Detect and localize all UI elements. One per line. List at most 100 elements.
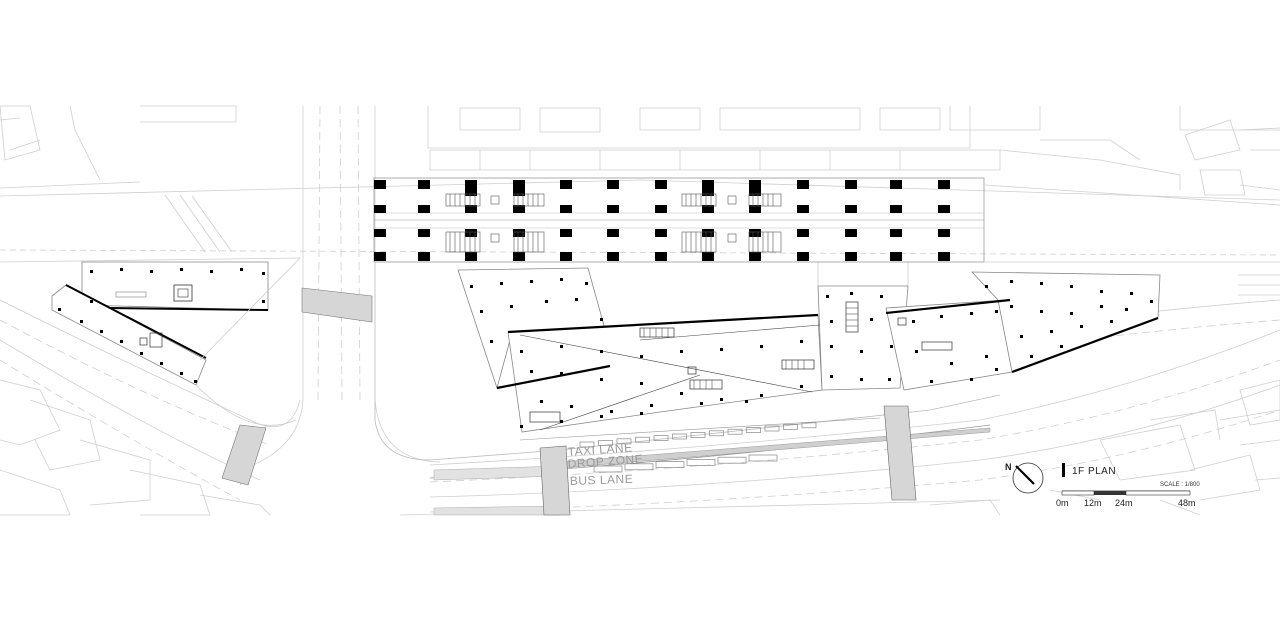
- column: [560, 372, 563, 375]
- taxi-bay: [598, 440, 613, 446]
- column: [830, 345, 833, 348]
- column: [194, 380, 197, 383]
- platform-pillar: [702, 252, 714, 261]
- column: [1110, 320, 1113, 323]
- column: [826, 295, 829, 298]
- column: [180, 372, 183, 375]
- west-building-columns: [58, 268, 265, 383]
- column: [1080, 325, 1083, 328]
- column: [880, 295, 883, 298]
- platform-pillar: [845, 229, 857, 237]
- column: [520, 350, 523, 353]
- platform-pillar: [418, 205, 430, 213]
- platform-pillar: [749, 205, 761, 213]
- column: [210, 270, 213, 273]
- column: [940, 315, 943, 318]
- platform-pillar: [797, 229, 809, 237]
- column: [888, 378, 891, 381]
- column: [120, 340, 123, 343]
- taxi-bay: [709, 430, 724, 437]
- platform-pillar: [607, 252, 619, 261]
- column: [180, 268, 183, 271]
- column: [850, 292, 853, 295]
- north-letter: N: [1005, 462, 1012, 472]
- column: [1020, 335, 1023, 338]
- concourse-columns: [470, 278, 1153, 428]
- column: [480, 310, 483, 313]
- column: [262, 272, 265, 275]
- column: [1130, 292, 1133, 295]
- platform-pillar: [560, 180, 572, 189]
- column: [90, 270, 93, 273]
- column: [912, 320, 915, 323]
- column: [700, 402, 703, 405]
- platform-pillar: [374, 205, 386, 213]
- platform-pillar: [465, 180, 477, 196]
- column: [470, 285, 473, 288]
- taxi-bay: [579, 441, 595, 448]
- column: [930, 380, 933, 383]
- scale-tick-3: 48m: [1178, 498, 1196, 508]
- bus-bay: [717, 456, 747, 464]
- platform-pillar: [560, 205, 572, 213]
- platform-pillar: [418, 229, 430, 237]
- column: [830, 375, 833, 378]
- bus-bays: [593, 454, 778, 473]
- taxi-bay: [672, 433, 687, 440]
- platform-pillar: [749, 252, 761, 261]
- column: [1150, 300, 1153, 303]
- platform-pillar: [374, 252, 386, 261]
- column: [1040, 310, 1043, 313]
- column: [680, 392, 683, 395]
- platform-pillar: [938, 252, 950, 261]
- bus-bay: [593, 465, 623, 473]
- column: [600, 415, 603, 418]
- platform-pillar: [607, 205, 619, 213]
- column: [640, 355, 643, 358]
- scale-bar: SCALE : 1/800 0m 12m 24m 48m: [1056, 482, 1200, 508]
- column: [760, 345, 763, 348]
- column: [640, 382, 643, 385]
- crosswalk-west: [221, 287, 373, 486]
- column: [870, 318, 873, 321]
- taxi-bay: [635, 436, 650, 443]
- column: [1010, 305, 1013, 308]
- taxi-bays: [579, 422, 817, 448]
- platform-pillar: [749, 229, 761, 237]
- platform-pillar: [749, 180, 761, 196]
- column: [760, 394, 763, 397]
- column: [120, 268, 123, 271]
- column: [520, 425, 523, 428]
- column: [500, 282, 503, 285]
- platform-pillar: [560, 252, 572, 261]
- column: [585, 282, 588, 285]
- column: [985, 355, 988, 358]
- plan-title: 1F PLAN: [1062, 463, 1116, 477]
- column: [1100, 305, 1103, 308]
- platform-pillar: [845, 205, 857, 213]
- drop-zone-area: [429, 417, 991, 516]
- column: [1070, 285, 1073, 288]
- platform-pillar: [465, 252, 477, 261]
- taxi-bay: [801, 422, 817, 429]
- column: [570, 405, 573, 408]
- platform-pillar: [845, 180, 857, 189]
- column: [140, 352, 143, 355]
- column: [58, 308, 61, 311]
- platform-pillar: [702, 180, 714, 196]
- platform-pillar: [938, 229, 950, 237]
- column: [970, 312, 973, 315]
- platform-pillar: [465, 205, 477, 213]
- taxi-bay: [727, 428, 743, 435]
- column: [100, 330, 103, 333]
- taxi-lane-label: TAXI LANE: [567, 440, 633, 458]
- platform-pillar: [560, 229, 572, 237]
- platform-pillar: [374, 229, 386, 237]
- platform-pillar: [513, 205, 525, 213]
- column: [490, 340, 493, 343]
- column: [90, 300, 93, 303]
- crosswalk-south: [539, 405, 917, 516]
- column: [560, 420, 563, 423]
- column: [985, 285, 988, 288]
- bus-lane-label: BUS LANE: [570, 472, 634, 488]
